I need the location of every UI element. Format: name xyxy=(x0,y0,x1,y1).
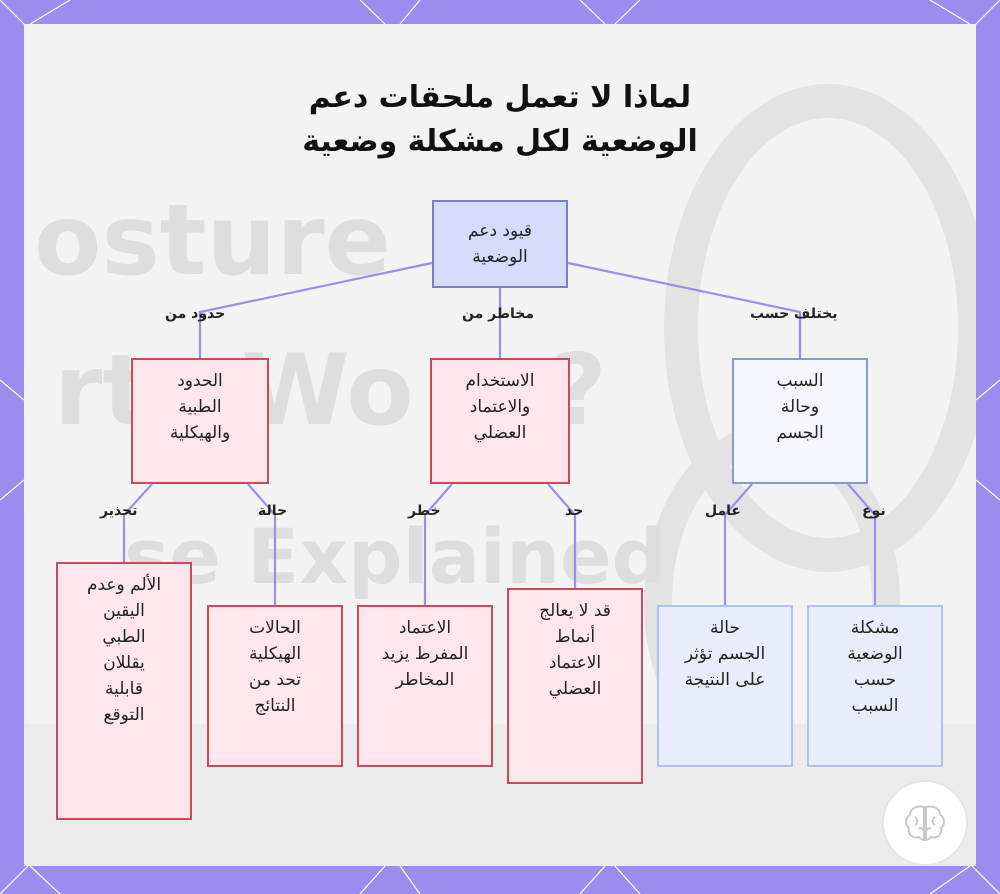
edge-label-varies-by: يختلف حسب xyxy=(750,306,838,322)
node-pain-uncertainty: الألم وعدم اليقين الطبي يقللان قابلية ال… xyxy=(56,562,192,820)
edge-cause-body xyxy=(723,483,753,605)
edge-label-risks-from: مخاطر من xyxy=(462,306,535,322)
edge-dependence-patterns xyxy=(547,483,577,588)
edge-label-factor: عامل xyxy=(705,503,741,519)
brain-icon xyxy=(905,805,945,842)
brain-logo-icon xyxy=(882,780,968,866)
node-cause-body-state: السبب وحالة الجسم xyxy=(732,358,868,484)
edge-label-risk: خطر xyxy=(408,503,441,519)
node-overreliance-risk: الاعتماد المفرط يزيد المخاطر xyxy=(357,605,493,767)
edge-medical-pain xyxy=(122,483,153,562)
edge-medical-structural xyxy=(247,483,277,605)
node-structural-conditions: الحالات الهيكلية تحد من النتائج xyxy=(207,605,343,767)
node-dependence-patterns: قد لا يعالج أنماط الاعتماد العضلي xyxy=(507,588,643,784)
node-body-state-outcome: حالة الجسم تؤثر على النتيجة xyxy=(657,605,793,767)
node-posture-support-limits: قيود دعم الوضعية xyxy=(432,200,568,288)
edge-root-medical xyxy=(198,261,433,358)
diagram-title: لماذا لا تعمل ملحقات دعم الوضعية لكل مشك… xyxy=(24,76,976,164)
node-use-dependence: الاستخدام والاعتماد العضلي xyxy=(430,358,570,484)
title-line-1: لماذا لا تعمل ملحقات دعم xyxy=(308,80,692,115)
edge-dependence-overreliance xyxy=(423,483,453,605)
edge-root-cause xyxy=(567,261,802,358)
node-medical-structural-limits: الحدود الطبية والهيكلية xyxy=(131,358,269,484)
edge-label-type: نوع xyxy=(862,503,886,519)
edge-cause-problem xyxy=(847,483,877,605)
title-line-2: الوضعية لكل مشكلة وضعية xyxy=(302,124,698,159)
node-problem-by-cause: مشكلة الوضعية حسب السبب xyxy=(807,605,943,767)
edge-label-condition: حالة xyxy=(258,503,288,519)
edge-label-limits-from: حدود من xyxy=(165,306,226,322)
edge-label-warning: تحذير xyxy=(100,503,138,519)
edge-label-limit: حد xyxy=(565,503,584,519)
